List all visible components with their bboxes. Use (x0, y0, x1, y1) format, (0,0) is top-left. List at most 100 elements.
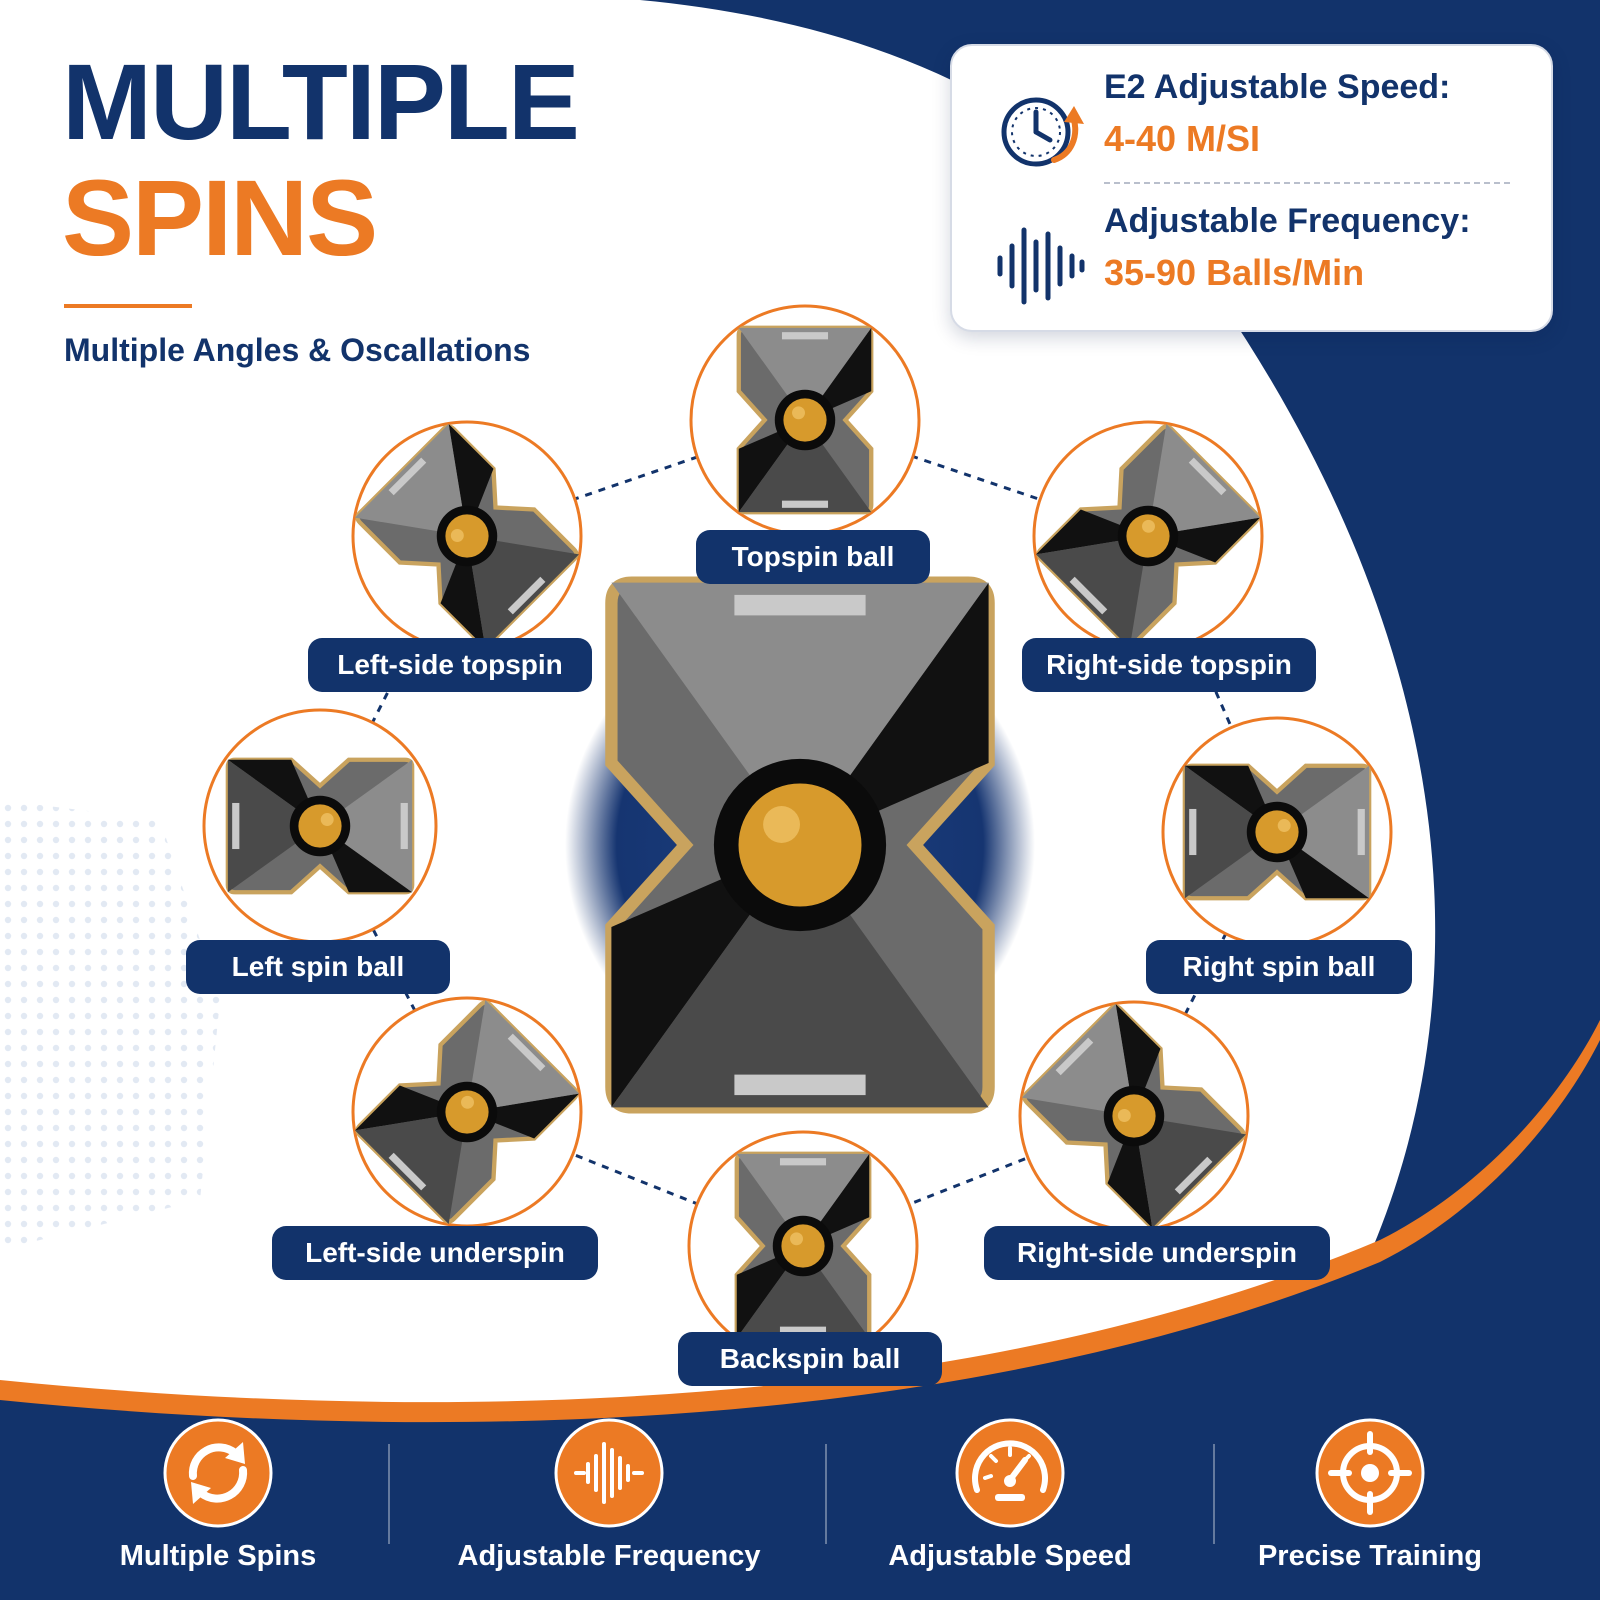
wheel-facet (1115, 1003, 1161, 1116)
spin-mode-backspin (687, 1130, 919, 1362)
wheel-facet (467, 1093, 580, 1139)
wheel-facet (1021, 1003, 1134, 1116)
wheel-facet (467, 999, 580, 1112)
wheel-facet (611, 845, 989, 1108)
ball (738, 783, 862, 907)
label-right-spin: Right spin ball (1146, 940, 1412, 994)
speedometer-icon (955, 1418, 1065, 1528)
wheel-facet (611, 582, 989, 845)
wheel-notch (400, 802, 408, 850)
feature-label-adjustable-frequency: Adjustable Frequency (457, 1540, 761, 1572)
wheel-facet (805, 327, 872, 420)
label-backspin: Backspin ball (678, 1332, 942, 1386)
wheel-facet (803, 1153, 870, 1246)
title-underline (64, 304, 192, 308)
label-topspin: Topspin ball (696, 530, 930, 584)
wheel-facet (354, 1112, 467, 1225)
wheel-facet (467, 536, 580, 649)
spin-wheel (736, 325, 874, 515)
sound-wave-icon (997, 227, 1085, 305)
feature-label-multiple-spins: Multiple Spins (119, 1540, 317, 1572)
ball-highlight (1277, 819, 1291, 832)
wheel-facet (1035, 509, 1148, 555)
wheel-facet (1148, 517, 1261, 563)
feature-label-precise-training: Precise Training (1257, 1540, 1483, 1572)
speed-spec-value: 4-40 M/SI (1104, 118, 1261, 159)
ball-highlight (763, 806, 800, 843)
label-left-spin: Left spin ball (186, 940, 450, 994)
wheel-notch (1174, 1156, 1213, 1195)
subtitle: Multiple Angles & Oscallations (64, 332, 531, 368)
label-right-side-topspin: Right-side topspin (1022, 638, 1316, 692)
wheel-facet (1277, 765, 1370, 899)
spin-mode-left-side-underspin (351, 996, 583, 1228)
ball-highlight (461, 1095, 474, 1109)
ball (1112, 1094, 1156, 1138)
target-icon (1315, 1418, 1425, 1528)
frequency-wave-icon (554, 1418, 664, 1528)
spin-mode-right-spin (1161, 716, 1393, 948)
wheel-facet (738, 420, 872, 513)
spin-mode-left-spin (202, 708, 438, 944)
wheel-facet (320, 759, 413, 893)
spin-wheel (1182, 763, 1372, 901)
ball-highlight (792, 406, 805, 420)
ball (781, 1224, 825, 1268)
spin-wheel (354, 999, 580, 1225)
wheel-facet (736, 1153, 870, 1246)
wheel-facet (738, 327, 872, 420)
spin-mode-topspin (689, 304, 921, 536)
wheel-notch (1069, 576, 1108, 615)
feature-divider (1213, 1444, 1215, 1544)
center-wheel (605, 576, 995, 1114)
wheel-notch (388, 457, 427, 496)
wheel-facet (440, 536, 486, 649)
wheel-facet (736, 1246, 870, 1339)
ball-highlight (450, 529, 464, 542)
wheel-facet (736, 1246, 803, 1339)
wheel-notch (1055, 1037, 1094, 1076)
wheel-facet (1134, 1116, 1247, 1229)
wheel-facet (738, 420, 805, 513)
ball (1126, 514, 1170, 558)
wheel-facet (611, 845, 800, 1108)
spin-mode-left-side-topspin (351, 420, 583, 652)
wheel-facet (354, 1085, 467, 1131)
wheel-facet (354, 423, 467, 536)
wheel-facet (227, 759, 320, 893)
wheel-facet (1184, 765, 1277, 899)
ball (298, 804, 342, 848)
frequency-spec-label: Adjustable Frequency: (1104, 202, 1471, 240)
ball (1255, 810, 1299, 854)
label-right-side-underspin: Right-side underspin (984, 1226, 1330, 1280)
wheel-notch (781, 500, 829, 508)
feature-label-adjustable-speed: Adjustable Speed (888, 1540, 1132, 1572)
ball-highlight (1142, 519, 1155, 533)
wheel-notch (232, 802, 240, 850)
speed-spec-label: E2 Adjustable Speed: (1104, 68, 1451, 106)
speed-clock-icon (1001, 97, 1084, 167)
wheel-notch (388, 1152, 427, 1191)
spin-wheel (1035, 423, 1261, 649)
wheel-notch (781, 332, 829, 340)
spin-mode-right-side-underspin (1018, 1000, 1250, 1232)
title-line1: MULTIPLE (62, 41, 580, 162)
wheel-notch (1188, 457, 1227, 496)
spec-divider (1104, 182, 1510, 184)
spin-wheel (1021, 1003, 1247, 1229)
wheel-notch (779, 1158, 827, 1166)
ball-highlight (790, 1232, 803, 1246)
ball (445, 1090, 489, 1134)
spec-card: E2 Adjustable Speed: 4-40 M/SI Adjustabl… (950, 44, 1553, 332)
wheel-facet (800, 582, 989, 845)
ball-highlight (320, 813, 334, 826)
wheel-facet (448, 423, 494, 536)
spin-wheel (225, 757, 415, 895)
label-left-side-topspin: Left-side topspin (308, 638, 592, 692)
ball-highlight (1117, 1109, 1131, 1122)
wheel-notch (507, 576, 546, 615)
wheel-notch (734, 1074, 866, 1096)
wheel-notch (507, 1033, 546, 1072)
wheel-notch (1189, 808, 1197, 856)
